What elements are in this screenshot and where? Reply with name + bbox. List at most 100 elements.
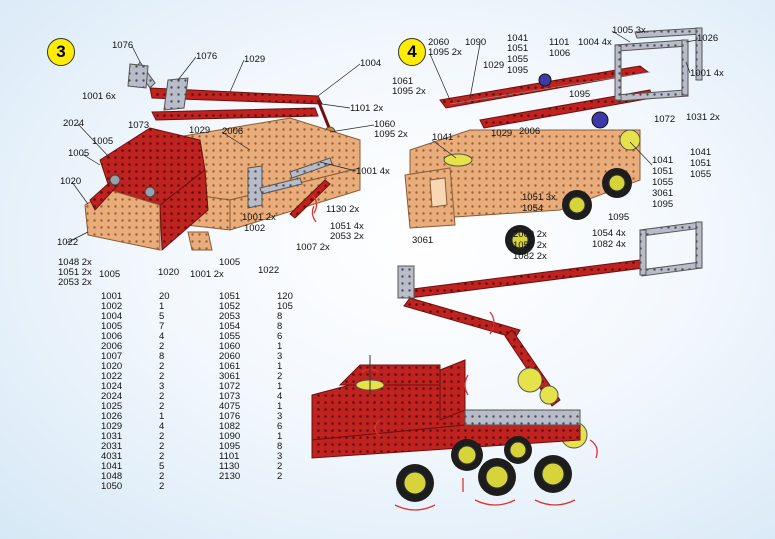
part-quantity: 2 (159, 471, 165, 482)
parts-row: 1048 2 (101, 472, 189, 482)
step-4-badge: 4 (398, 38, 426, 66)
part-callout: 1029 (491, 128, 513, 139)
part-number: 4075 (219, 401, 241, 412)
part-quantity: 5 (159, 311, 165, 322)
part-callout: 1051 (690, 158, 712, 169)
part-quantity: 2 (277, 371, 283, 382)
part-number: 2060 (219, 351, 241, 362)
part-callout: 1054 (522, 203, 544, 214)
part-quantity: 5 (159, 461, 165, 472)
part-callout: 1020 (158, 267, 180, 278)
part-number: 1060 (219, 341, 241, 352)
part-number: 2130 (219, 471, 241, 482)
parts-row: 1072 1 (219, 382, 307, 392)
part-number: 1051 (219, 291, 241, 302)
part-callout: 1004 4x (578, 37, 612, 48)
part-quantity: 8 (277, 311, 283, 322)
part-callout: 1055 (507, 54, 529, 65)
part-quantity: 1 (277, 341, 283, 352)
part-number: 2024 (101, 391, 123, 402)
part-quantity: 2 (277, 461, 283, 472)
part-quantity: 2 (159, 361, 165, 372)
part-callout: 1101 (549, 37, 570, 48)
part-number: 1095 (219, 441, 241, 452)
part-quantity: 1 (277, 381, 283, 392)
part-number: 1073 (219, 391, 241, 402)
part-callout: 2006 (222, 126, 244, 137)
part-callout: 2053 2x (330, 231, 364, 242)
part-quantity: 1 (277, 401, 283, 412)
wheels-bottom (396, 436, 572, 502)
step4-model-complete (311, 221, 703, 511)
part-callout: 1060 (374, 119, 396, 130)
part-quantity: 3 (277, 451, 283, 462)
part-callout: 1031 2x (686, 112, 720, 123)
part-callout: 1026 (697, 33, 719, 44)
part-callout: 1001 2x (242, 212, 276, 223)
part-quantity: 4 (159, 331, 165, 342)
part-quantity: 1 (277, 361, 283, 372)
part-callout: 1005 (99, 269, 121, 280)
part-callout: 1072 (654, 114, 676, 125)
part-callout: 1020 (60, 176, 82, 187)
part-callout: 1041 (507, 33, 529, 44)
parts-row: 4075 1 (219, 402, 307, 412)
part-callout: 3061 (652, 188, 674, 199)
part-callout: 1001 4x (356, 166, 390, 177)
part-callout: 2060 2x (513, 229, 547, 240)
part-callout: 1051 (507, 43, 529, 54)
parts-row: 1095 8 (219, 442, 307, 452)
part-callout: 1006 (549, 48, 571, 59)
part-number: 1024 (101, 381, 123, 392)
part-callout: 1095 (569, 89, 591, 100)
part-callout: 1029 (483, 60, 505, 71)
part-quantity: 8 (159, 351, 165, 362)
part-number: 2031 (101, 441, 123, 452)
part-callout: 1095 (652, 199, 674, 210)
part-quantity: 1 (159, 301, 165, 312)
part-callout: 3061 (412, 235, 434, 246)
part-number: 1048 (101, 471, 123, 482)
part-quantity: 8 (277, 441, 283, 452)
part-quantity: 8 (277, 321, 283, 332)
part-quantity: 1 (159, 411, 165, 422)
part-callout: 1061 (392, 76, 414, 87)
part-callout: 1002 (244, 223, 266, 234)
part-callout: 1048 2x (58, 257, 92, 268)
part-quantity: 4 (159, 421, 165, 432)
part-quantity: 2 (159, 341, 165, 352)
part-quantity: 3 (277, 411, 283, 422)
part-number: 1020 (101, 361, 123, 372)
part-quantity: 20 (159, 291, 170, 302)
part-callout: 1005 (219, 257, 241, 268)
step-3-badge: 3 (47, 38, 75, 66)
part-number: 1072 (219, 381, 241, 392)
part-callout: 1051 3x (522, 192, 556, 203)
part-callout: 1095 (507, 65, 529, 76)
part-number: 1055 (219, 331, 241, 342)
part-number: 1022 (101, 371, 123, 382)
part-number: 1031 (101, 431, 123, 442)
